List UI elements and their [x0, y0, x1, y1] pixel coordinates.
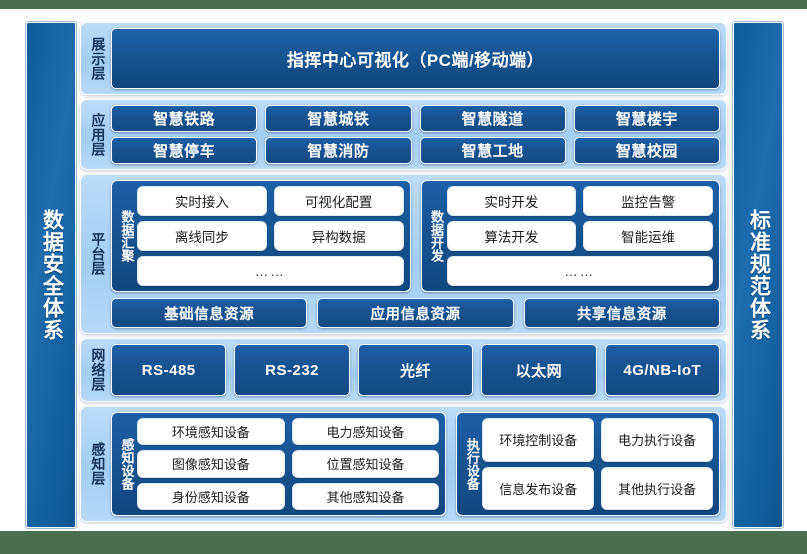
- layer-platform-body: 数据汇聚 实时接入 可视化配置 离线同步 异构数据 …… 数据开发 实时开发: [111, 180, 720, 328]
- platform-item-realtime-ingest[interactable]: 实时接入: [137, 186, 267, 216]
- layer-network-label: 网络层: [90, 348, 107, 392]
- application-grid: 智慧铁路 智慧城铁 智慧隧道 智慧楼宇 智慧停车 智慧消防 智慧工地 智慧校园: [111, 105, 720, 164]
- actuator-item-other-actuator[interactable]: 其他执行设备: [601, 466, 713, 510]
- actuator-item-info-publishing[interactable]: 信息发布设备: [482, 466, 595, 510]
- app-item-smart-metro[interactable]: 智慧城铁: [265, 105, 412, 132]
- network-item-4g-nbiot[interactable]: 4G/NB-IoT: [604, 344, 720, 396]
- platform-item-heterogeneous-data[interactable]: 异构数据: [273, 221, 404, 251]
- diagram-canvas: 数据安全体系 标准规范体系 展示层 指挥中心可视化（PC端/移动端） 应用层 智…: [0, 9, 807, 531]
- platform-group-aggregation-items: 实时接入 可视化配置 离线同步 异构数据 ……: [137, 186, 404, 286]
- app-item-smart-tunnel[interactable]: 智慧隧道: [419, 105, 566, 132]
- sensing-item-image-sensor[interactable]: 图像感知设备: [137, 450, 285, 478]
- resource-application-information[interactable]: 应用信息资源: [317, 298, 514, 328]
- layer-network: 网络层 RS-485 RS-232 光纤 以太网 4G/NB-IoT: [80, 338, 727, 402]
- layer-sensing: 感知层 感知设备 环境感知设备 电力感知设备 图像感知设备 位置感知设备 身份感…: [80, 406, 727, 522]
- command-center-banner[interactable]: 指挥中心可视化（PC端/移动端）: [111, 28, 720, 89]
- platform-item-realtime-dev[interactable]: 实时开发: [446, 186, 577, 216]
- app-item-smart-railway[interactable]: 智慧铁路: [111, 105, 258, 132]
- platform-resources: 基础信息资源 应用信息资源 共享信息资源: [111, 298, 720, 328]
- layer-application-body: 智慧铁路 智慧城铁 智慧隧道 智慧楼宇 智慧停车 智慧消防 智慧工地 智慧校园: [111, 105, 720, 164]
- app-item-smart-parking[interactable]: 智慧停车: [111, 137, 258, 164]
- network-item-ethernet[interactable]: 以太网: [481, 344, 597, 396]
- resource-shared-information[interactable]: 共享信息资源: [523, 298, 720, 328]
- app-item-smart-campus[interactable]: 智慧校园: [573, 137, 720, 164]
- right-pillar-label: 标准规范体系: [747, 209, 771, 341]
- layer-platform: 平台层 数据汇聚 实时接入 可视化配置 离线同步 异构数据 ……: [80, 174, 727, 334]
- app-item-smart-construction[interactable]: 智慧工地: [419, 137, 566, 164]
- platform-item-development-more[interactable]: ……: [446, 256, 713, 286]
- layer-network-body: RS-485 RS-232 光纤 以太网 4G/NB-IoT: [111, 344, 720, 396]
- sensing-group-actuator-title: 执行设备: [464, 438, 480, 490]
- platform-group-aggregation-title: 数据汇聚: [119, 210, 135, 262]
- sensing-item-location-sensor[interactable]: 位置感知设备: [291, 450, 440, 478]
- layer-presentation: 展示层 指挥中心可视化（PC端/移动端）: [80, 22, 727, 95]
- sensing-item-other-sensor[interactable]: 其他感知设备: [291, 482, 440, 510]
- layer-application: 应用层 智慧铁路 智慧城铁 智慧隧道 智慧楼宇 智慧停车 智慧消防 智慧工地 智…: [80, 99, 727, 170]
- platform-groups: 数据汇聚 实时接入 可视化配置 离线同步 异构数据 …… 数据开发 实时开发: [111, 180, 720, 292]
- resource-basic-information[interactable]: 基础信息资源: [111, 298, 308, 328]
- platform-item-visual-config[interactable]: 可视化配置: [273, 186, 404, 216]
- layer-sensing-body: 感知设备 环境感知设备 电力感知设备 图像感知设备 位置感知设备 身份感知设备 …: [111, 412, 720, 516]
- actuator-item-environment-control[interactable]: 环境控制设备: [482, 418, 595, 462]
- right-pillar-standards: 标准规范体系: [733, 22, 783, 528]
- sensing-group-perception-items: 环境感知设备 电力感知设备 图像感知设备 位置感知设备 身份感知设备 其他感知设…: [137, 418, 440, 510]
- sensing-group-perception-title: 感知设备: [119, 438, 135, 490]
- platform-group-data-aggregation: 数据汇聚 实时接入 可视化配置 离线同步 异构数据 ……: [111, 180, 411, 292]
- layer-presentation-body: 指挥中心可视化（PC端/移动端）: [111, 28, 720, 89]
- platform-item-monitor-alarm[interactable]: 监控告警: [583, 186, 713, 216]
- platform-item-algorithm-dev[interactable]: 算法开发: [446, 221, 577, 251]
- platform-item-aggregation-more[interactable]: ……: [137, 256, 404, 286]
- layer-sensing-label: 感知层: [90, 442, 107, 486]
- app-item-smart-firefighting[interactable]: 智慧消防: [265, 137, 412, 164]
- sensing-group-actuator-items: 环境控制设备 电力执行设备 信息发布设备 其他执行设备: [482, 418, 713, 510]
- platform-group-development-title: 数据开发: [428, 210, 444, 262]
- layer-stack: 展示层 指挥中心可视化（PC端/移动端） 应用层 智慧铁路 智慧城铁 智慧隧道 …: [80, 22, 727, 528]
- sensing-group-perception-devices: 感知设备 环境感知设备 电力感知设备 图像感知设备 位置感知设备 身份感知设备 …: [111, 412, 447, 516]
- network-grid: RS-485 RS-232 光纤 以太网 4G/NB-IoT: [111, 344, 720, 396]
- sensing-item-identity-sensor[interactable]: 身份感知设备: [137, 482, 285, 510]
- actuator-item-power-actuator[interactable]: 电力执行设备: [601, 418, 713, 462]
- sensing-item-power-sensor[interactable]: 电力感知设备: [291, 418, 440, 446]
- network-item-rs485[interactable]: RS-485: [111, 344, 227, 396]
- network-item-rs232[interactable]: RS-232: [234, 344, 350, 396]
- left-pillar-label: 数据安全体系: [40, 209, 64, 341]
- sensing-group-actuator-devices: 执行设备 环境控制设备 电力执行设备 信息发布设备 其他执行设备: [456, 412, 720, 516]
- platform-item-intelligent-ops[interactable]: 智能运维: [583, 221, 713, 251]
- sensing-item-environment-sensor[interactable]: 环境感知设备: [137, 418, 285, 446]
- platform-group-development-items: 实时开发 监控告警 算法开发 智能运维 ……: [446, 186, 713, 286]
- platform-item-offline-sync[interactable]: 离线同步: [137, 221, 267, 251]
- left-pillar-data-security: 数据安全体系: [26, 22, 76, 528]
- layer-presentation-label: 展示层: [90, 36, 107, 81]
- layer-platform-label: 平台层: [90, 232, 107, 276]
- platform-group-data-development: 数据开发 实时开发 监控告警 算法开发 智能运维 ……: [420, 180, 720, 292]
- network-item-fiber[interactable]: 光纤: [357, 344, 474, 396]
- app-item-smart-building[interactable]: 智慧楼宇: [573, 105, 720, 132]
- layer-application-label: 应用层: [90, 112, 107, 157]
